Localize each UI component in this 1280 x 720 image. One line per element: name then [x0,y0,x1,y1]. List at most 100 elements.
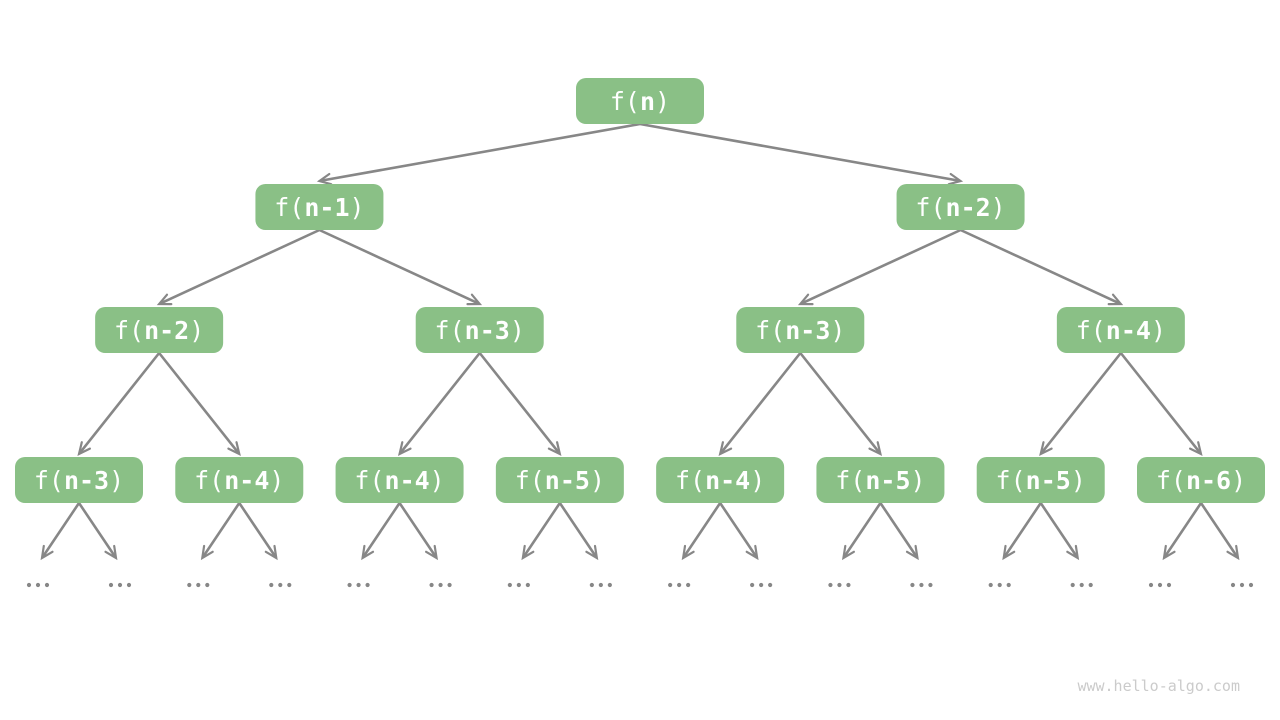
tree-node: f(n-5) [976,457,1105,503]
ellipsis-dot [44,582,50,588]
leaf-ellipsis [1148,582,1172,588]
ellipsis-dot [347,582,352,588]
edge-arrow [879,502,919,561]
ellipsis-dot [269,582,274,588]
watermark: www.hello-algo.com [1077,677,1240,695]
ellipsis-dot [35,582,41,588]
edge-arrow [718,352,802,457]
ellipsis-dot [26,582,32,588]
ellipsis-dot [1070,582,1075,588]
node-box [335,457,464,503]
ellipsis-dot [1230,582,1236,588]
node-box [816,457,945,503]
ellipsis-dot [516,582,521,588]
ellipsis-dot [1248,582,1254,588]
edge-arrow [238,502,278,561]
ellipsis-dot [447,582,452,588]
ellipsis-dot [187,582,192,588]
node-label: f(n-4) [675,466,765,495]
edge-arrow [77,352,161,457]
ellipsis-dot [438,582,443,588]
edge-arrow [1002,502,1042,561]
tree-node: f(n-2) [95,307,224,353]
leaf-ellipsis [26,582,50,588]
ellipsis-dot [828,582,833,588]
node-box [976,457,1105,503]
leaf-ellipsis [187,582,210,588]
ellipsis-dot [988,582,993,588]
node-label: f(n-2) [915,193,1005,222]
ellipsis-dot [919,582,924,588]
ellipsis-dot [759,582,764,588]
tree-node: f(n-5) [495,457,624,503]
node-label: f(n-3) [435,316,525,345]
edge-arrow [841,502,882,561]
ellipsis-dot [278,582,283,588]
ellipsis-dot [196,582,201,588]
ellipsis-dot [1166,582,1172,588]
ellipsis-dot [677,582,682,588]
edge-arrow [719,502,759,561]
ellipsis-dot [607,582,612,588]
edge-arrow [318,228,483,306]
ellipsis-dot [356,582,361,588]
node-box [736,307,865,353]
ellipsis-dot [910,582,915,588]
ellipsis-dot [668,582,673,588]
ellipsis-dot [750,582,755,588]
node-label: f(n-5) [835,466,925,495]
edge-arrow [1039,352,1122,457]
tree-node: f(n-2) [896,184,1025,230]
edge-arrow [361,502,401,561]
leaf-ellipsis [988,582,1011,588]
node-box [175,457,304,503]
edge-arrow [799,352,883,457]
ellipsis-dot [997,582,1002,588]
node-label: f(n-4) [354,466,444,495]
edge-arrow [200,502,241,561]
ellipsis-dot [928,582,933,588]
edge-arrow [397,352,481,457]
ellipsis-dot [525,582,530,588]
tree-leaves [26,582,1254,588]
node-box [896,184,1025,230]
ellipsis-dot [768,582,773,588]
node-label: f(n-5) [996,466,1086,495]
edge-arrow [681,502,722,561]
node-box [95,307,224,353]
leaf-ellipsis [269,582,292,588]
leaf-ellipsis [429,582,452,588]
tree-nodes: f(n)f(n-1)f(n-2)f(n-2)f(n-3)f(n-3)f(n-4)… [15,78,1265,503]
edge-arrow [558,502,599,561]
ellipsis-dot [429,582,434,588]
node-box [255,184,384,230]
edge-arrow [1162,502,1203,561]
leaf-ellipsis [750,582,773,588]
leaf-ellipsis [507,582,530,588]
leaf-ellipsis [910,582,933,588]
node-box [495,457,624,503]
node-label: f(n-3) [34,466,124,495]
node-label: f(n-2) [114,316,204,345]
edge-arrow [478,352,562,457]
edge-arrow [316,122,641,186]
tree-node: f(n-4) [1056,307,1185,353]
edge-arrow [158,352,241,457]
ellipsis-dot [837,582,842,588]
edge-arrow [398,502,439,561]
edge-arrow [797,228,962,306]
node-box [1136,457,1265,503]
node-box [415,307,544,353]
node-label: f(n-1) [274,193,364,222]
node-box [15,457,143,503]
edge-arrow [521,502,561,561]
leaf-ellipsis [347,582,370,588]
edge-arrow [960,228,1124,306]
edge-arrow [40,502,81,561]
node-box [1056,307,1185,353]
edge-arrow [1119,352,1203,457]
ellipsis-dot [117,582,123,588]
edge-arrow [77,502,118,561]
